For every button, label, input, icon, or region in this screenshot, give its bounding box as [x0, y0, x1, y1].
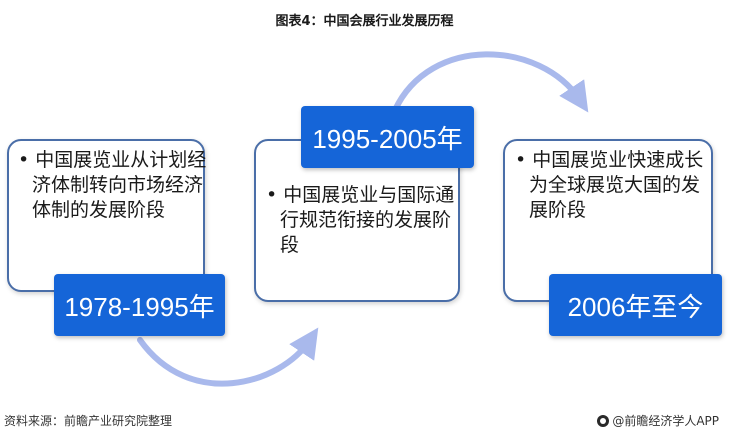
stage-3-description: 中国展览业快速成长为全球展览大国的发展阶段: [511, 148, 717, 223]
stage-2-period: 1995-2005年: [301, 106, 474, 168]
brand-credit-text: @前瞻经济学人APP: [612, 414, 719, 428]
source-note: 资料来源：前瞻产业研究院整理: [4, 414, 173, 428]
stage-3-period: 2006年至今: [549, 274, 722, 336]
stage-2-description: 中国展览业与国际通行规范衔接的发展阶段: [262, 183, 468, 258]
brand-credit: @前瞻经济学人APP: [597, 412, 719, 429]
stage-1-description: 中国展览业从计划经济体制转向市场经济体制的发展阶段: [14, 148, 210, 223]
brand-logo-icon: [597, 415, 610, 427]
chart-title: 图表4：中国会展行业发展历程: [275, 14, 454, 29]
arrow-stage2-to-stage3: [392, 51, 589, 113]
stage-1-period: 1978-1995年: [54, 274, 225, 336]
arrow-stage1-to-stage2: [137, 327, 319, 387]
